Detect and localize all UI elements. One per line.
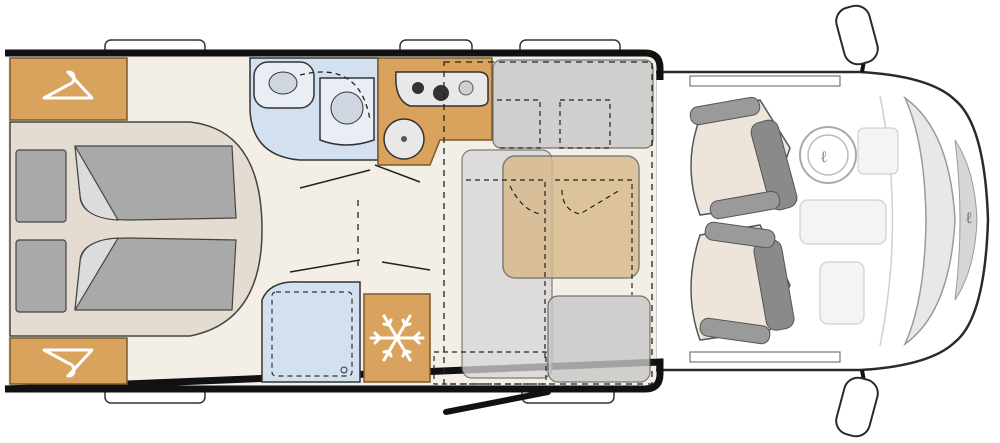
mattress-fold-top — [74, 145, 120, 221]
dash-instrument — [857, 127, 899, 175]
wardrobe-rear-top — [9, 57, 128, 121]
drop-bed-outline — [443, 61, 653, 385]
entry-door — [443, 389, 551, 415]
kitchen — [377, 57, 493, 166]
bath-door-swing-2 — [374, 164, 421, 183]
bench-front — [547, 295, 651, 383]
burner-2 — [433, 85, 449, 101]
hanger-icon — [42, 70, 94, 100]
burner-3 — [458, 80, 474, 96]
shower-door-swing-2 — [381, 261, 431, 271]
cab: ℓ ℓ — [653, 4, 990, 438]
side-window-bottom — [689, 351, 841, 363]
cushion-dash-2 — [559, 99, 611, 149]
shower — [261, 281, 361, 383]
cushion-dash-3 — [466, 179, 546, 360]
shower-door-swing — [289, 259, 361, 273]
bath-door-swing — [299, 169, 371, 189]
center-console — [799, 199, 887, 245]
grille — [954, 139, 978, 301]
living-area — [4, 39, 664, 415]
fridge — [363, 293, 431, 383]
rear-bed — [9, 121, 263, 337]
bathroom — [249, 57, 379, 161]
cushion-dash-1 — [497, 99, 541, 149]
sink-drain — [401, 136, 407, 142]
bench-top — [492, 59, 654, 149]
dining-table — [502, 155, 640, 279]
seat-dash-bottom — [433, 351, 547, 385]
sink-bowl — [268, 71, 298, 95]
shower-drain — [340, 366, 348, 374]
dashboard — [879, 95, 894, 347]
toilet-bowl — [330, 91, 364, 125]
snowflake-icon — [369, 314, 425, 362]
brand-emblem: ℓ — [965, 210, 973, 227]
dinette — [433, 59, 654, 385]
mirror-bottom — [835, 369, 879, 438]
hanger-icon — [42, 348, 94, 378]
cushion-fold-2 — [561, 189, 621, 215]
windshield — [903, 95, 956, 347]
toilet-swivel — [299, 71, 371, 121]
shower-tray — [271, 291, 353, 377]
cushion-dash-4 — [555, 179, 633, 295]
driver-seat — [689, 96, 798, 220]
mattress-fold-bottom — [74, 237, 120, 311]
steering-wheel-icon: ℓ — [799, 126, 857, 184]
pillow-top — [15, 149, 67, 223]
gear-box — [819, 261, 865, 325]
svg-text:ℓ: ℓ — [820, 149, 828, 166]
cushion-fold-1 — [509, 185, 541, 215]
body-outline — [4, 49, 664, 393]
pillow-bottom — [15, 239, 67, 313]
side-window-top — [689, 75, 841, 87]
passenger-seat — [690, 221, 795, 345]
burner-1 — [412, 82, 424, 94]
mirror-top — [835, 4, 879, 73]
